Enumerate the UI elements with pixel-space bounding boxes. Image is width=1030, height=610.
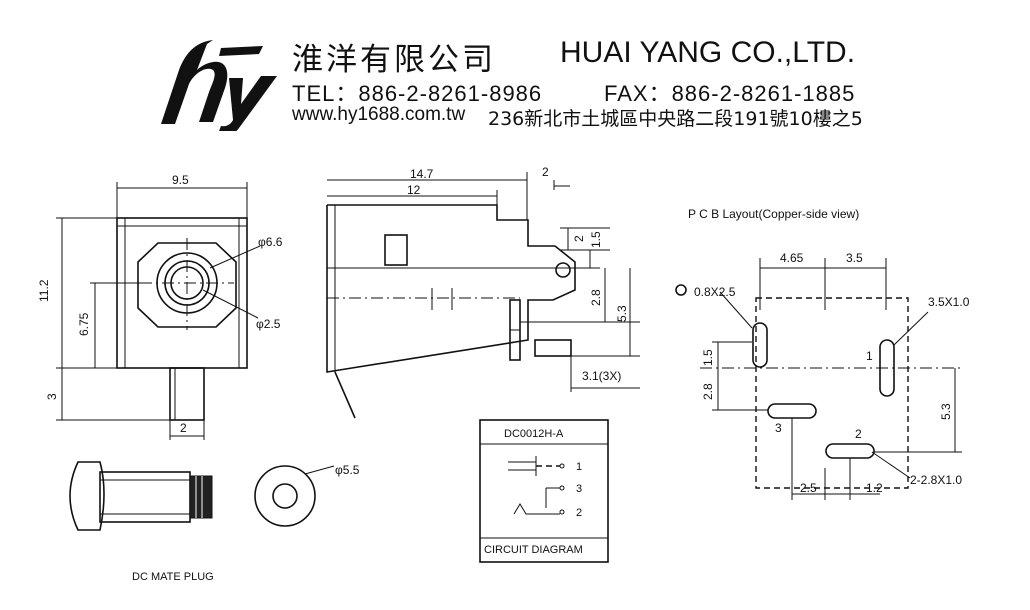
pcb-hole-a-label: 0.8X2.5 xyxy=(694,285,736,299)
side-total-length-label: 14.7 xyxy=(410,167,434,181)
front-pin-height-label: 3 xyxy=(45,393,59,400)
hy-logo xyxy=(161,40,277,131)
pcb-hole-b xyxy=(879,339,895,397)
side-dim-5-3-label: 5.3 xyxy=(615,305,629,322)
side-body-length-label: 12 xyxy=(407,183,421,197)
company-name-zh: 淮洋有限公司 xyxy=(292,42,496,78)
pcb-dim-4-65: 4.65 xyxy=(780,251,804,265)
pcb-pin3-label: 3 xyxy=(775,421,782,435)
circuit-pin1: 1 xyxy=(576,461,582,473)
pcb-hole-3 xyxy=(767,403,817,419)
pcb-dim-3-5: 3.5 xyxy=(846,251,863,265)
side-pins-label: 3.1(3X) xyxy=(582,369,621,383)
pcb-title: P C B Layout(Copper-side view) xyxy=(688,207,859,221)
circuit-part-number: DC0012H-A xyxy=(504,428,564,440)
pcb-hole-c-label: 2-2.8X1.0 xyxy=(910,473,962,487)
side-dim-1-5-label: 1.5 xyxy=(589,231,603,248)
pcb-hole-2 xyxy=(825,443,875,459)
front-view xyxy=(56,182,261,440)
pcb-dim-5-3: 5.3 xyxy=(939,403,953,420)
pcb-dim-1-2: 1.2 xyxy=(866,481,883,495)
circuit-diagram xyxy=(479,419,609,563)
circuit-label: CIRCUIT DIAGRAM xyxy=(484,544,583,556)
pcb-hole-b-label: 3.5X1.0 xyxy=(928,295,970,309)
pcb-dim-2-8: 2.8 xyxy=(701,383,715,400)
pcb-pin2-label: 2 xyxy=(855,427,862,441)
pcb-dim-1-5: 1.5 xyxy=(701,349,715,366)
circuit-pin3: 3 xyxy=(576,483,582,495)
front-height-label: 11.2 xyxy=(37,279,51,302)
plug-diameter: φ5.5 xyxy=(335,463,360,477)
outer-diameter-label: φ6.6 xyxy=(258,235,283,249)
front-center-height-label: 6.75 xyxy=(77,312,91,336)
side-dim-2-8-label: 2.8 xyxy=(589,289,603,306)
website-link[interactable]: www.hy1688.com.tw xyxy=(292,104,466,125)
telephone: TEL：886-2-8261-8986 xyxy=(292,81,543,106)
front-pin-width-label: 2 xyxy=(180,421,187,435)
side-tab-label: 2 xyxy=(542,165,549,179)
pcb-hole-a xyxy=(752,322,768,368)
logo-mark xyxy=(161,40,277,131)
fax: FAX：886-2-8261-1885 xyxy=(604,81,856,106)
address: 236新北市土城區中央路二段191號10樓之5 xyxy=(488,108,863,130)
side-view xyxy=(326,172,640,419)
company-name-en: HUAI YANG CO.,LTD. xyxy=(560,36,856,69)
pcb-dim-2-5: 2.5 xyxy=(800,481,817,495)
pcb-layout xyxy=(675,258,962,500)
plug-label: DC MATE PLUG xyxy=(132,571,214,583)
side-dim-2-label: 2 xyxy=(572,235,586,242)
front-width-label: 9.5 xyxy=(172,173,189,187)
dc-mate-plug xyxy=(69,461,335,531)
inner-diameter-label: φ2.5 xyxy=(256,317,281,331)
pcb-pin1-label: 1 xyxy=(866,349,873,363)
circuit-pin2: 2 xyxy=(576,507,582,519)
